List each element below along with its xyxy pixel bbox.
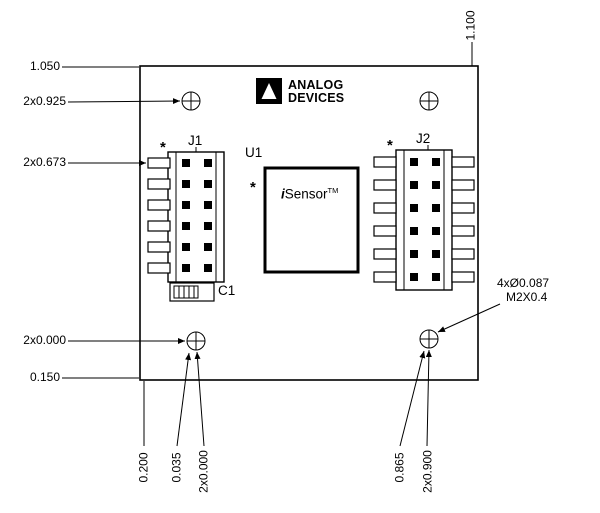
- j1-pin-square: [182, 243, 190, 251]
- j1-smt-pad: [147, 199, 171, 211]
- j1-smt-pad: [147, 220, 171, 232]
- j2-pin-square: [432, 204, 440, 212]
- j2-pin-square: [410, 181, 418, 189]
- j2-smt-pad: [451, 156, 475, 168]
- j2-pin-square: [410, 273, 418, 281]
- analog-devices-logo-icon: [256, 78, 282, 104]
- dim-bottom-edge: 0.150: [29, 370, 60, 384]
- j1-pin-square: [182, 264, 190, 272]
- dim-holes-top-y: 2x0.925: [23, 94, 66, 108]
- j2-smt-pad: [451, 225, 475, 237]
- dim-right-edge: 1.100: [463, 10, 478, 41]
- capacitor-c1: [169, 282, 215, 302]
- refdes-u1: U1: [245, 145, 263, 160]
- dim-j1-pin-y: 2x0.673: [23, 155, 66, 169]
- j2-pin-square: [410, 204, 418, 212]
- j2-pin-square: [432, 227, 440, 235]
- j2-pin-square: [410, 158, 418, 166]
- j2-smt-pad: [373, 202, 397, 214]
- j1-pin-square: [182, 201, 190, 209]
- j1-pin-square: [204, 180, 212, 188]
- chip-marking-rest: Sensor: [284, 186, 328, 202]
- u1-pin1-marker: *: [250, 179, 256, 196]
- j2-smt-pad: [373, 248, 397, 260]
- j2-pin-square: [410, 227, 418, 235]
- mounting-hole-top-right: [419, 91, 439, 111]
- j2-pin-square: [410, 250, 418, 258]
- chip-marking-i: i: [281, 186, 285, 202]
- j2-smt-pad: [451, 202, 475, 214]
- dim-holes-right-x: 2x0.900: [420, 450, 435, 493]
- chip-marking: iSensorTM: [281, 186, 338, 202]
- j2-smt-pad: [373, 179, 397, 191]
- hole-note-thread: M2X0.4: [506, 290, 548, 304]
- j2-pin1-marker: *: [387, 137, 393, 154]
- j2-pin-square: [432, 273, 440, 281]
- chip-marking-tm: TM: [327, 186, 339, 195]
- j1-pin-square: [182, 159, 190, 167]
- dim-holes-bottom-y: 2x0.000: [23, 333, 66, 347]
- j1-pin-square: [182, 222, 190, 230]
- mounting-hole-top-left: [181, 91, 201, 111]
- dimension-leaders: [62, 42, 501, 447]
- j2-smt-pad: [373, 271, 397, 283]
- j2-smt-pad: [373, 225, 397, 237]
- j2-smt-pad: [373, 156, 397, 168]
- board-outline: [139, 65, 479, 381]
- j1-pin-square: [204, 201, 212, 209]
- hole-note-size: 4xØ0.087: [497, 276, 550, 290]
- j1-smt-pad: [147, 241, 171, 253]
- dim-top-edge: 1.050: [29, 59, 60, 73]
- j2-smt-pad: [451, 248, 475, 260]
- dim-holes-left-x: 2x0.000: [196, 450, 211, 493]
- j1-pin-square: [182, 180, 190, 188]
- j1-pin-square: [204, 159, 212, 167]
- j1-smt-pad: [147, 157, 171, 169]
- logo-text-analog: ANALOG: [288, 78, 344, 92]
- mounting-hole-bottom-left: [186, 331, 206, 351]
- j1-pin-square: [204, 264, 212, 272]
- j2-smt-pad: [451, 271, 475, 283]
- dim-j2-x: 0.865: [392, 452, 407, 483]
- j1-pin1-marker: *: [160, 139, 166, 156]
- connector-j1: [147, 147, 225, 283]
- j1-pin-square: [204, 222, 212, 230]
- logo-text-devices: DEVICES: [288, 91, 345, 105]
- refdes-c1: C1: [218, 283, 236, 298]
- dim-c1-x: 0.035: [169, 452, 184, 483]
- dim-left-edge: 0.200: [136, 452, 151, 483]
- chip-u1-outline: [263, 166, 360, 274]
- j1-smt-pad: [147, 262, 171, 274]
- mounting-hole-bottom-right: [419, 329, 439, 349]
- connector-j2: [373, 145, 475, 291]
- j2-pin-square: [432, 158, 440, 166]
- j2-smt-pad: [451, 179, 475, 191]
- j1-smt-pad: [147, 178, 171, 190]
- j2-pin-square: [432, 250, 440, 258]
- j1-pin-square: [204, 243, 212, 251]
- refdes-j1: J1: [188, 133, 203, 148]
- refdes-j2: J2: [416, 131, 431, 146]
- j2-pin-square: [432, 181, 440, 189]
